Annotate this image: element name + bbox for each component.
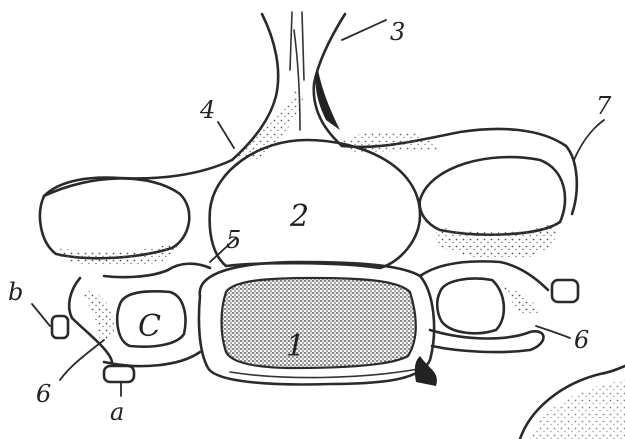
label-7: 7 bbox=[596, 92, 612, 120]
label-6-left: 6 bbox=[36, 380, 51, 408]
label-6-right: 6 bbox=[574, 326, 589, 354]
label-c: C bbox=[138, 309, 161, 344]
right-articular-process bbox=[420, 146, 577, 259]
label-3: 3 bbox=[390, 18, 405, 46]
label-1: 1 bbox=[286, 329, 305, 364]
label-4: 4 bbox=[199, 96, 215, 124]
corner-fragment bbox=[520, 366, 625, 439]
spinous-process bbox=[232, 12, 345, 160]
label-a: a bbox=[110, 398, 124, 426]
label-2: 2 bbox=[289, 199, 309, 234]
vertebral-body bbox=[199, 262, 434, 384]
label-5: 5 bbox=[226, 226, 241, 254]
posterior-arch bbox=[44, 90, 566, 196]
left-transverse-process bbox=[52, 264, 210, 382]
right-transverse-process bbox=[415, 261, 578, 386]
label-b: b bbox=[8, 278, 23, 306]
left-articular-process bbox=[40, 178, 189, 266]
